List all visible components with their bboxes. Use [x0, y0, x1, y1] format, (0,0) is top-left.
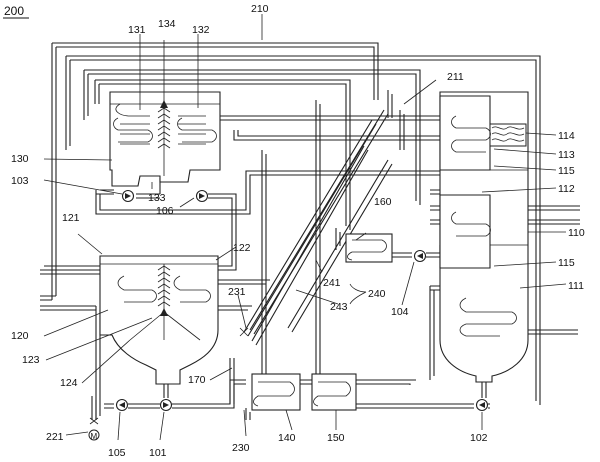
label-170: 170	[188, 374, 206, 386]
hx-150	[312, 374, 356, 410]
motor-label: M	[91, 432, 98, 441]
label-115-lower: 115	[558, 257, 575, 269]
label-130: 130	[11, 153, 29, 165]
label-113: 113	[558, 149, 575, 161]
label-114: 114	[558, 130, 575, 142]
label-105: 105	[108, 447, 126, 459]
label-231: 231	[228, 286, 246, 298]
label-240: 240	[368, 288, 386, 300]
label-241: 241	[323, 277, 341, 289]
hx-160	[346, 234, 392, 262]
label-123: 123	[22, 354, 40, 366]
label-101: 101	[149, 447, 167, 459]
label-122: 122	[233, 242, 251, 254]
label-160: 160	[374, 196, 392, 208]
label-103: 103	[11, 175, 29, 187]
label-211: 211	[447, 71, 464, 83]
label-132: 132	[192, 24, 210, 36]
label-112: 112	[558, 183, 575, 195]
label-121: 121	[62, 212, 80, 224]
label-110: 110	[568, 227, 585, 239]
unit-110	[440, 92, 528, 382]
label-133: 133	[148, 192, 166, 204]
hx-140	[252, 374, 300, 410]
module-130	[110, 40, 220, 186]
label-106: 106	[156, 205, 174, 217]
label-243: 243	[330, 301, 348, 313]
figure-number: 200	[4, 4, 24, 18]
label-102: 102	[470, 432, 488, 444]
label-111: 111	[568, 280, 584, 292]
valve-231	[240, 328, 248, 336]
label-230: 230	[232, 442, 250, 454]
label-134: 134	[158, 18, 176, 30]
label-104: 104	[391, 306, 409, 318]
label-150: 150	[327, 432, 345, 444]
module-120	[100, 256, 218, 384]
label-131: 131	[128, 24, 146, 36]
label-115-upper: 115	[558, 165, 575, 177]
label-124: 124	[60, 377, 78, 389]
label-140: 140	[278, 432, 296, 444]
label-120: 120	[11, 330, 29, 342]
label-221: 221	[46, 431, 64, 443]
label-210: 210	[251, 3, 269, 15]
motor-221: M	[89, 418, 99, 441]
